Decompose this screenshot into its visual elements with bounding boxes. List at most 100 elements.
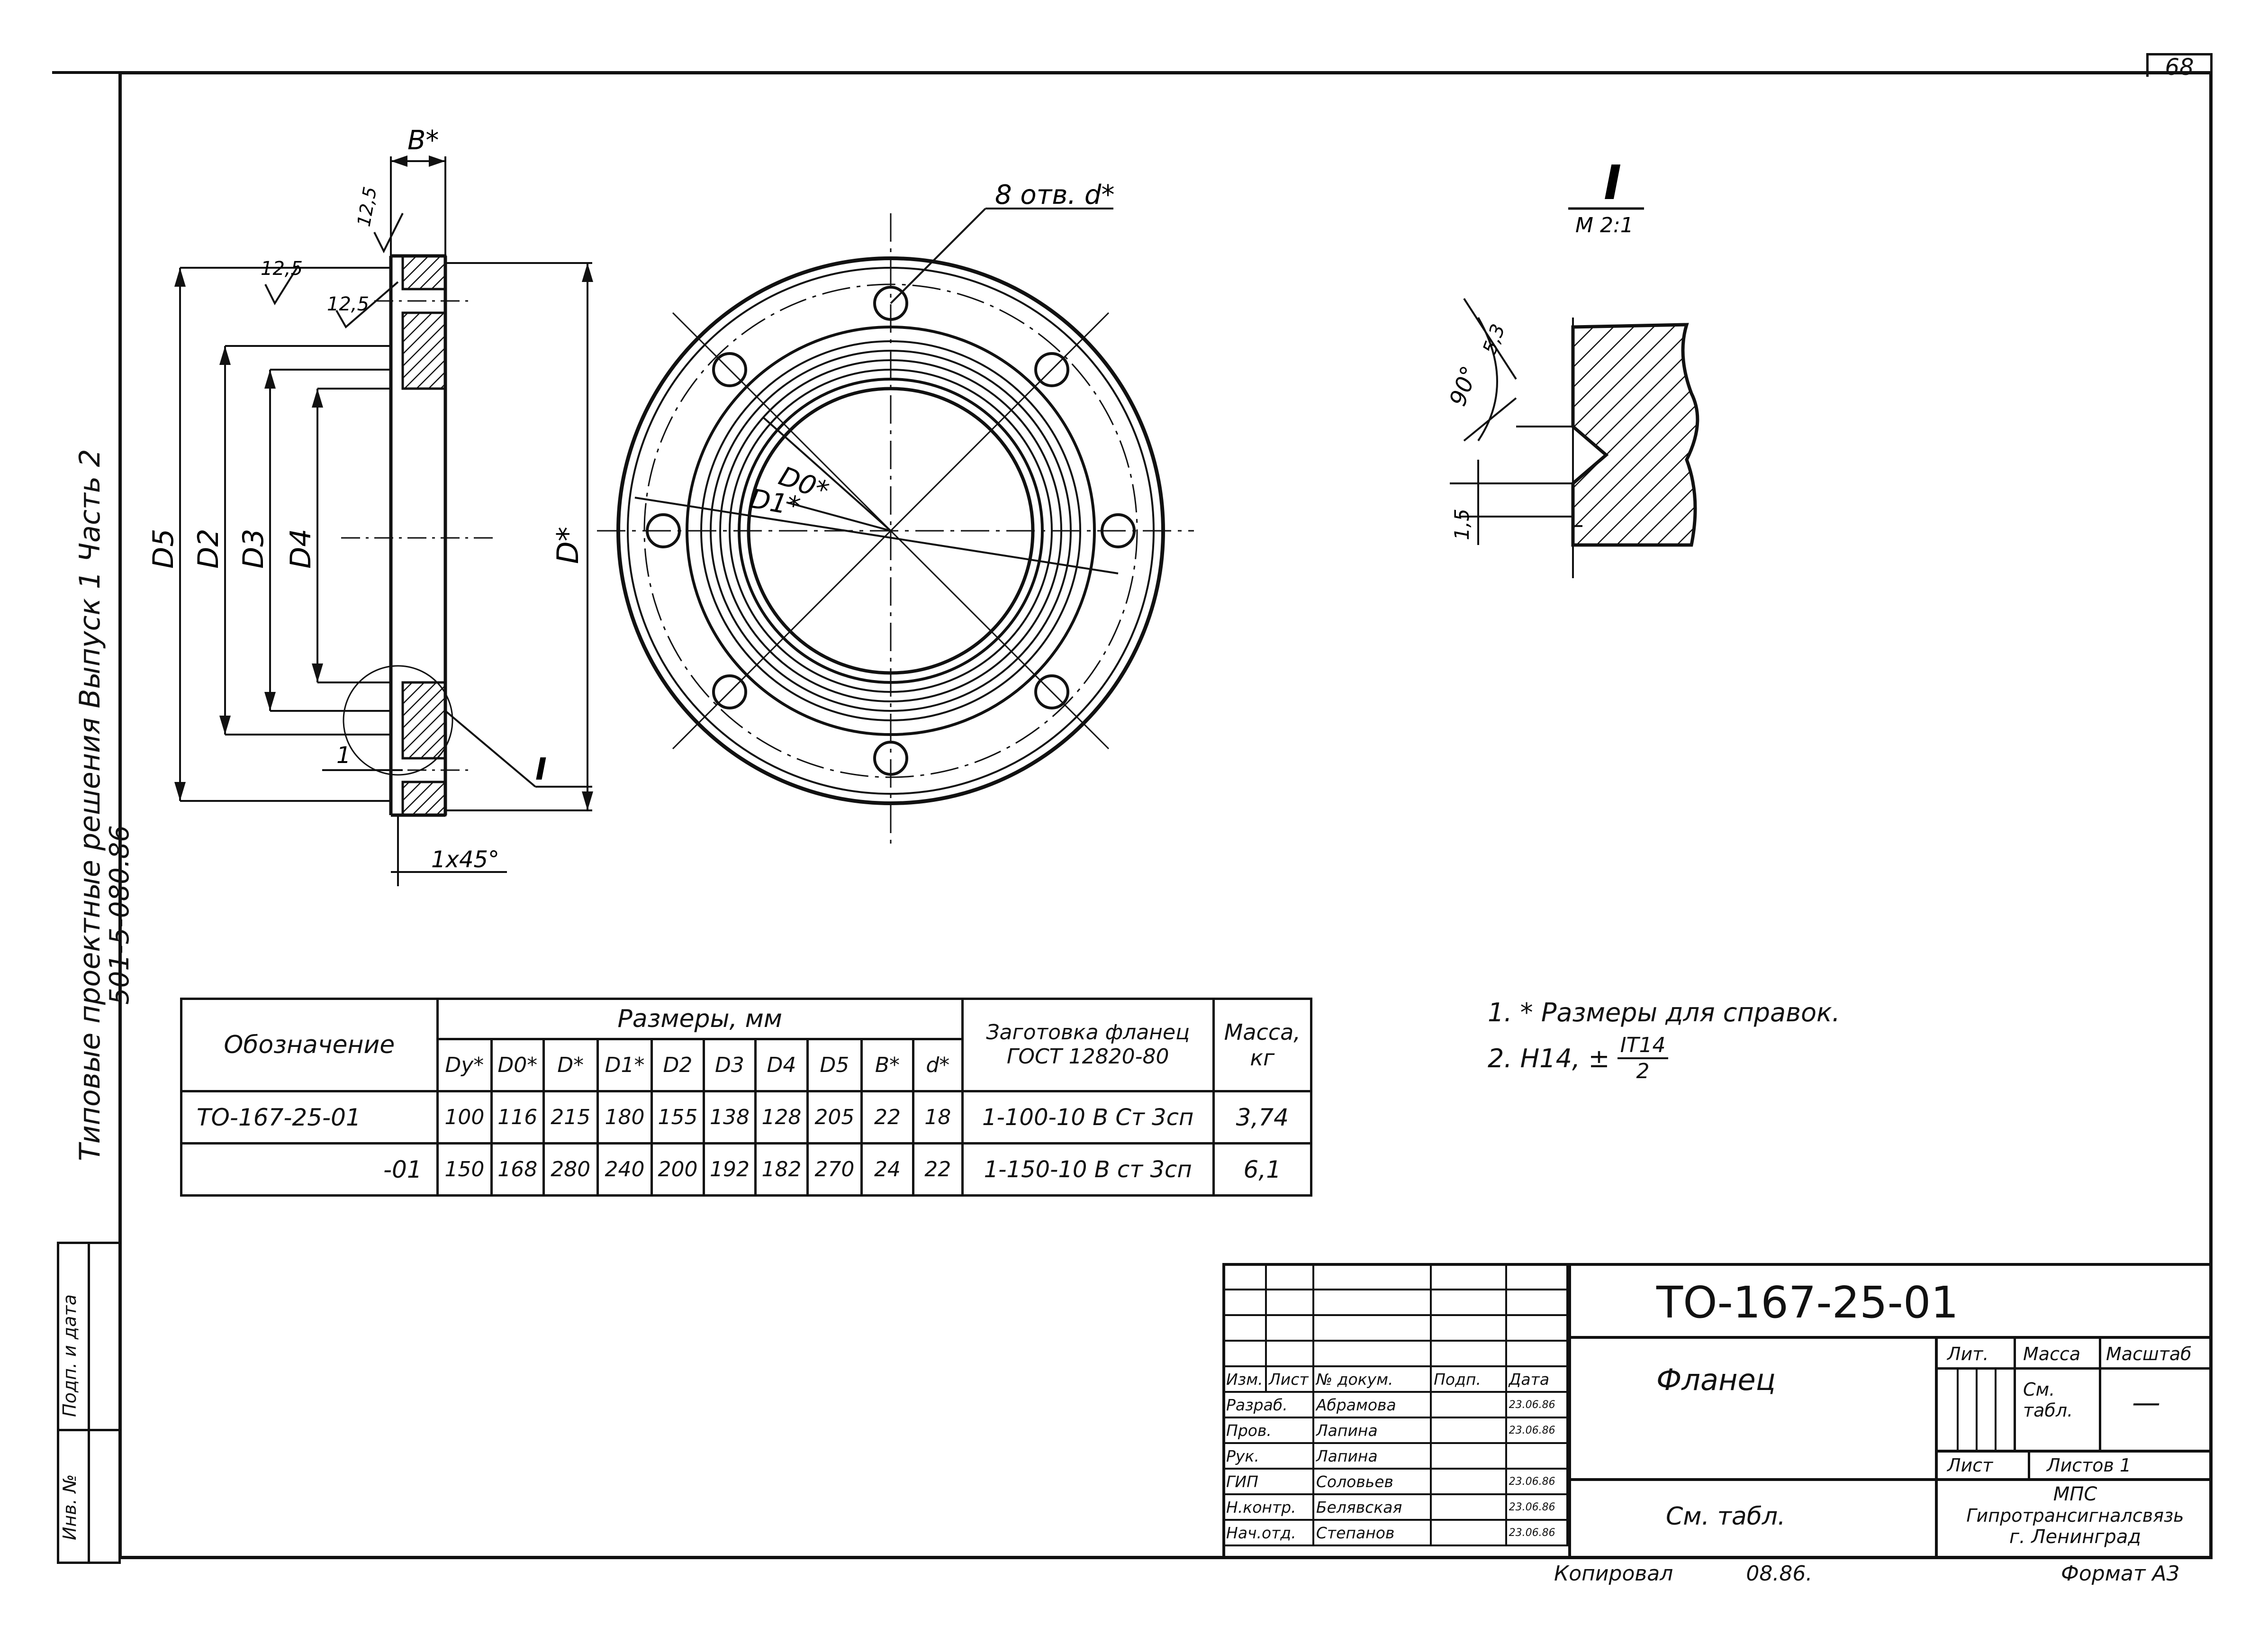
spec-col-blank: Заготовка фланец ГОСТ 12820-80 (961, 998, 1215, 1092)
title-code-cell: ТО-167-25-01 (1568, 1263, 2213, 1339)
spec-h-d2: D2 (651, 1038, 705, 1092)
staff-role: Нач.отд. (1222, 1519, 1314, 1546)
row-mass: 3,74 (1212, 1090, 1313, 1145)
chamfer-label: 1x45° (431, 846, 499, 873)
signature-date-label: Подп. и дата (59, 1294, 80, 1417)
lit-mass-scale: Лит. Масса Масштаб См. табл. — (1938, 1339, 2213, 1453)
cell: 200 (651, 1142, 705, 1197)
staff-date: 23.06.86 (1505, 1468, 1569, 1495)
sheet-number: 68 (2146, 53, 2213, 79)
spec-h-d: D* (542, 1038, 599, 1092)
staff-signature (1430, 1493, 1507, 1521)
note-2-prefix: 2. H14, ± (1488, 1043, 1610, 1073)
org-line-2: Гипротрансигналсвязь (1966, 1505, 2184, 1526)
spec-size-headers: Dy* D0* D* D1* D2 D3 D4 D5 B* d* (181, 1038, 1311, 1092)
title-name-cell: Фланец (1568, 1339, 1938, 1481)
row-mass: 6,1 (1212, 1142, 1313, 1197)
sheet-label: Лист (1947, 1455, 1993, 1476)
dim-D: D* (551, 527, 585, 564)
row-designation: ТО-167-25-01 (180, 1090, 439, 1145)
holes-label: 8 отв. d* (995, 180, 1114, 210)
section-bottom-outer (401, 781, 447, 817)
hdr-scale: Масштаб (2106, 1344, 2192, 1364)
head-cell: Лист (1265, 1365, 1314, 1393)
material: См. табл. (1666, 1502, 1786, 1531)
detail-scale: М 2:1 (1575, 213, 1634, 237)
note-2: 2. H14, ± IT14 2 (1488, 1033, 1669, 1083)
table-row: -01 150 168 280 240 200 192 182 270 24 2… (180, 1142, 1313, 1197)
staff-signature (1430, 1519, 1507, 1546)
staff-signature (1430, 1442, 1507, 1470)
cell: 215 (542, 1090, 599, 1145)
cell: 155 (651, 1090, 705, 1145)
staff-role: Рук. (1222, 1442, 1314, 1470)
dim-D3: D3 (237, 529, 270, 569)
section-top-inner (401, 311, 447, 390)
staff-name: Лапина (1312, 1417, 1432, 1444)
staff-signature (1430, 1417, 1507, 1444)
cell: 24 (860, 1142, 914, 1197)
spec-h-d4: D4 (754, 1038, 809, 1092)
cell: 280 (542, 1142, 599, 1197)
staff-date: 23.06.86 (1505, 1417, 1569, 1444)
staff-name: Степанов (1312, 1519, 1432, 1546)
spec-h-d0: D0* (490, 1038, 545, 1092)
row-blank: 1-100-10 В Ст 3сп (961, 1090, 1215, 1145)
cell: 180 (596, 1090, 653, 1145)
spec-col-mass: Масса, кг (1212, 998, 1313, 1092)
org-line-1: МПС (2053, 1483, 2097, 1505)
detail-title: I (1604, 156, 1621, 210)
staff-date (1505, 1442, 1569, 1470)
detail-angle: 90° (1445, 363, 1483, 409)
title-material-cell: См. табл. (1568, 1481, 1938, 1559)
staff-date: 23.06.86 (1505, 1493, 1569, 1521)
cell: 150 (436, 1142, 493, 1197)
detail-ref-I: I (535, 752, 547, 787)
cell: 205 (806, 1090, 863, 1145)
organization: МПС Гипротрансигналсвязь г. Ленинград (1938, 1481, 2213, 1559)
staff-row: Разраб. Абрамова 23.06.86 (1222, 1391, 1569, 1418)
staff-row: Пров. Лапина 23.06.86 (1222, 1417, 1569, 1444)
series-title: Типовые проектные решения Выпуск 1 Часть… (73, 449, 107, 1162)
staff-role: ГИП (1222, 1468, 1314, 1495)
row-designation: -01 (180, 1142, 439, 1197)
doc-code: ТО-167-25-01 (1656, 1277, 1959, 1328)
hdr-lit: Лит. (1947, 1344, 1989, 1364)
sheet-row: Лист Листов 1 (1938, 1453, 2213, 1481)
spec-h-dh: d* (912, 1038, 964, 1092)
mass-value: См. табл. (2023, 1379, 2073, 1421)
staff-date: 23.06.86 (1505, 1391, 1569, 1418)
staff-name: Белявская (1312, 1493, 1432, 1521)
spec-h-dy: Dy* (436, 1038, 493, 1092)
cell: 100 (436, 1090, 493, 1145)
staff-row: Рук. Лапина (1222, 1442, 1569, 1470)
copied-date: 08.86. (1746, 1562, 1813, 1586)
part-name: Фланец (1656, 1363, 1776, 1397)
thickness-label: B* (407, 125, 439, 156)
cell: 138 (702, 1090, 757, 1145)
scale-value: — (2132, 1386, 2160, 1419)
cell: 116 (490, 1090, 545, 1145)
staff-name: Абрамова (1312, 1391, 1432, 1418)
cell: 168 (490, 1142, 545, 1197)
title-block-head-row: Изм. Лист № докум. Подп. Дата (1222, 1365, 1569, 1393)
org-line-3: г. Ленинград (2009, 1526, 2141, 1548)
spec-table: Обозначение Размеры, мм Заготовка фланец… (180, 998, 1313, 1197)
note-2-denominator: 2 (1636, 1059, 1650, 1083)
side-view: B* 12,5 12,5 12,5 D5 D2 D3 D4 D* 1 1x45°… (147, 125, 593, 886)
roughness-3: 12,5 (327, 293, 369, 315)
section-bottom-inner (401, 681, 447, 760)
front-view: 8 отв. d* D0* D1* (597, 180, 1194, 848)
dim-1: 1 (336, 742, 351, 769)
staff-name: Соловьев (1312, 1468, 1432, 1495)
cell: 270 (806, 1142, 863, 1197)
cell: 22 (912, 1142, 964, 1197)
roughness-1: 12,5 (353, 185, 381, 228)
staff-row: ГИП Соловьев 23.06.86 (1222, 1468, 1569, 1495)
dim-D5: D5 (147, 529, 180, 569)
staff-date: 23.06.86 (1505, 1519, 1569, 1546)
spec-group-sizes: Размеры, мм (436, 998, 964, 1040)
cell: 192 (702, 1142, 757, 1197)
spec-h-d1: D1* (596, 1038, 653, 1092)
staff-role: Разраб. (1222, 1391, 1314, 1418)
